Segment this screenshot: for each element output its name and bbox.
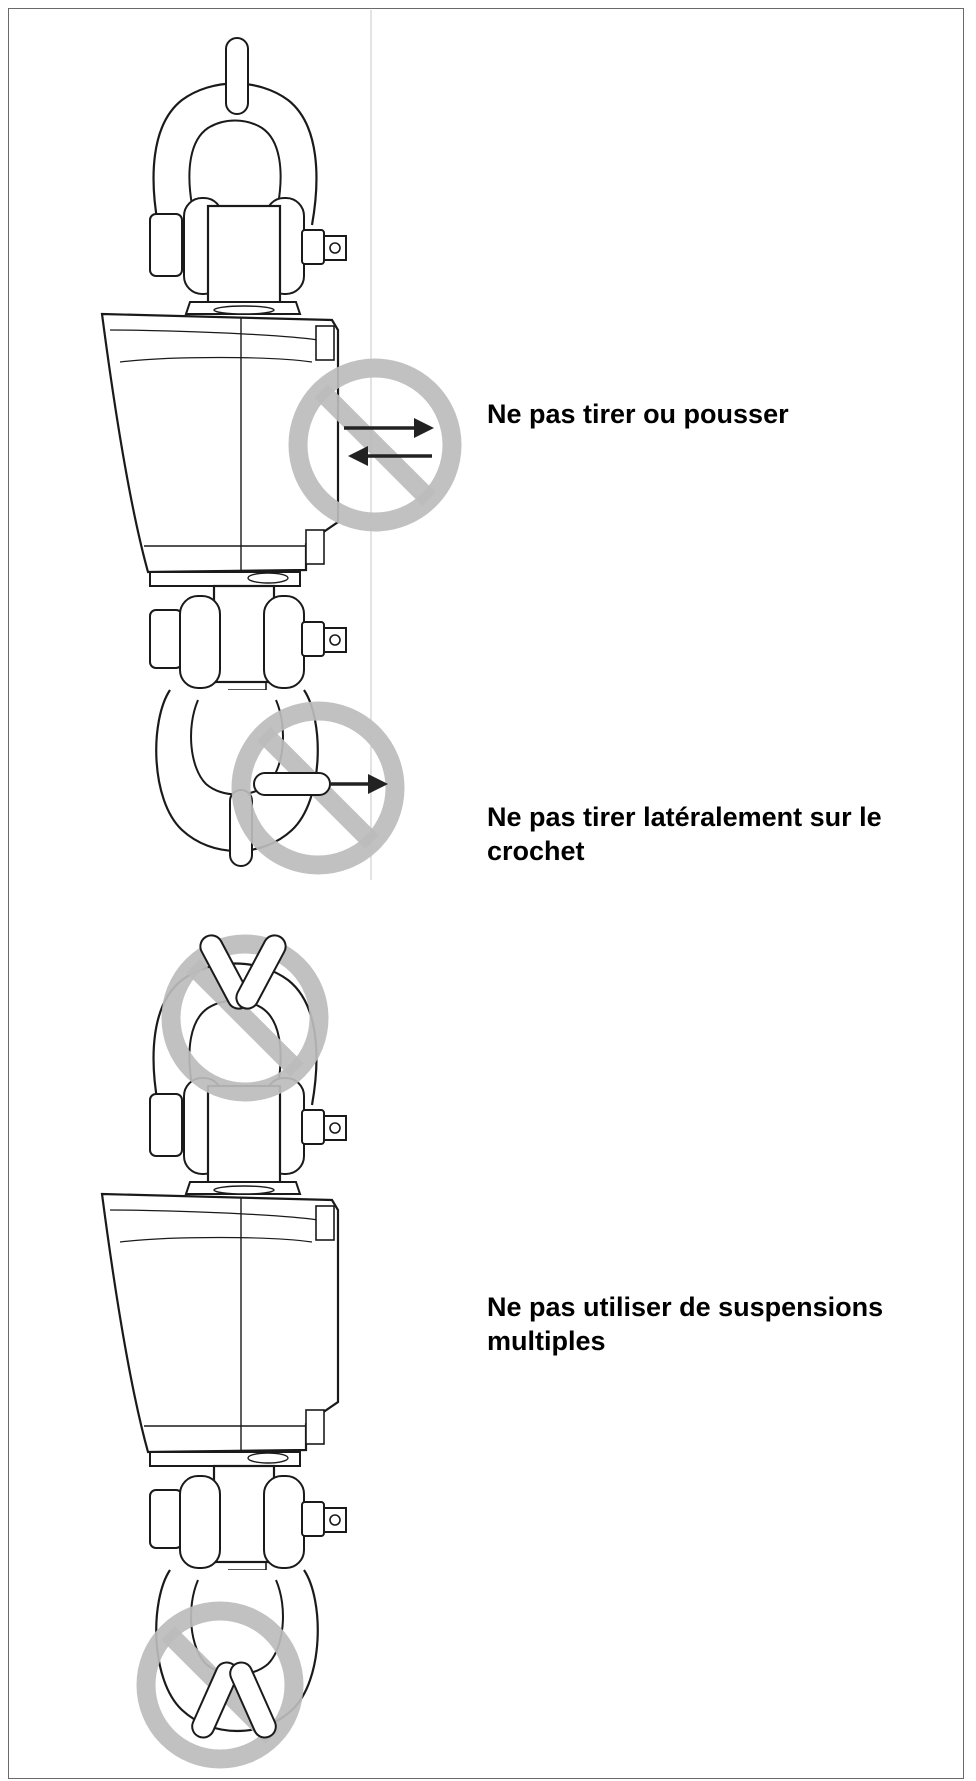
caption-lateral-pull-line-2: crochet [487,836,585,866]
caption-multiple-suspension: Ne pas utiliser de suspensions multiples [487,1290,883,1358]
no-lateral-pull-icon [231,701,405,875]
caption-multiple-suspension-line-1: Ne pas utiliser de suspensions [487,1292,884,1322]
caption-multiple-suspension-line-2: multiples [487,1326,606,1356]
document-frame [8,8,964,1779]
caption-push-pull: Ne pas tirer ou pousser [487,397,789,431]
no-push-pull-icon [288,358,462,532]
no-multiple-suspension-icon [161,934,329,1102]
no-multiple-suspension-icon-bottom [136,1601,304,1769]
scale-drawing-top [100,37,348,867]
caption-lateral-pull-line-1: Ne pas tirer latéralement sur le [487,802,882,832]
caption-lateral-pull: Ne pas tirer latéralement sur le crochet [487,800,882,868]
caption-push-pull-line-1: Ne pas tirer ou pousser [487,399,789,429]
